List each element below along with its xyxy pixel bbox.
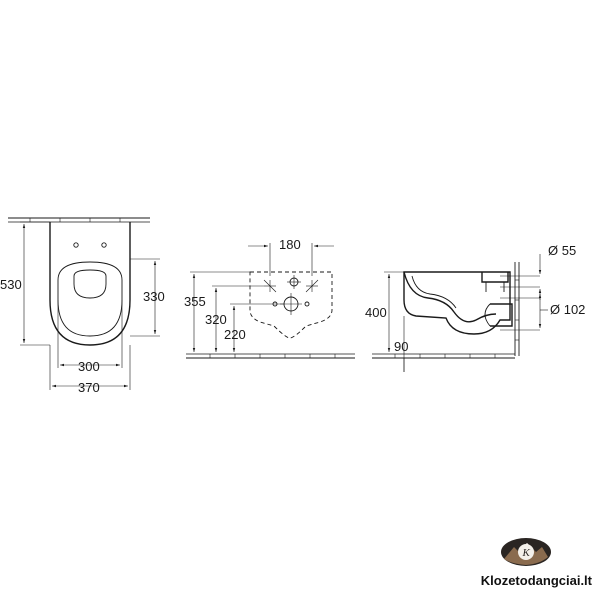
- fixing-hole-right: [101, 242, 107, 248]
- dim-label-300: 300: [78, 359, 100, 374]
- top-view: 530 330 300 370: [0, 217, 165, 395]
- dim-label-dia-55: Ø 55: [548, 243, 576, 258]
- flush-inlet: [481, 272, 509, 283]
- dim-label-400: 400: [365, 305, 387, 320]
- dim-label-320: 320: [205, 312, 227, 327]
- dim-label-90: 90: [394, 339, 408, 354]
- fixing-cross-left: [263, 279, 277, 293]
- brand-watermark: K Klozetodangciai.lt: [452, 537, 600, 600]
- dim-label-180: 180: [279, 237, 301, 252]
- bowl-outline-top: [49, 222, 131, 346]
- side-view: Ø 55 Ø 102 400 90: [365, 243, 585, 372]
- bowl-opening-top: [73, 269, 107, 299]
- fixing-hole-left: [73, 242, 79, 248]
- bowl-rim-side: [403, 271, 497, 323]
- dim-label-220: 220: [224, 327, 246, 342]
- dim-label-dia-102: Ø 102: [550, 302, 585, 317]
- dim-label-530: 530: [0, 277, 22, 292]
- brand-name: Klozetodangciai.lt: [480, 573, 592, 588]
- brand-logo-icon: K: [501, 538, 551, 566]
- fixing-hole-top: [287, 275, 301, 289]
- front-view: 180 355 320 220: [184, 237, 355, 359]
- brand-logo-letter: K: [522, 547, 531, 559]
- dim-label-370: 370: [78, 380, 100, 395]
- bowl-inner-top: [57, 261, 123, 337]
- bowl-outline-front: [249, 271, 333, 339]
- dim-label-355: 355: [184, 294, 206, 309]
- drain-outlet-side: [490, 303, 513, 327]
- fixing-cross-right: [305, 279, 319, 293]
- dim-label-330: 330: [143, 289, 165, 304]
